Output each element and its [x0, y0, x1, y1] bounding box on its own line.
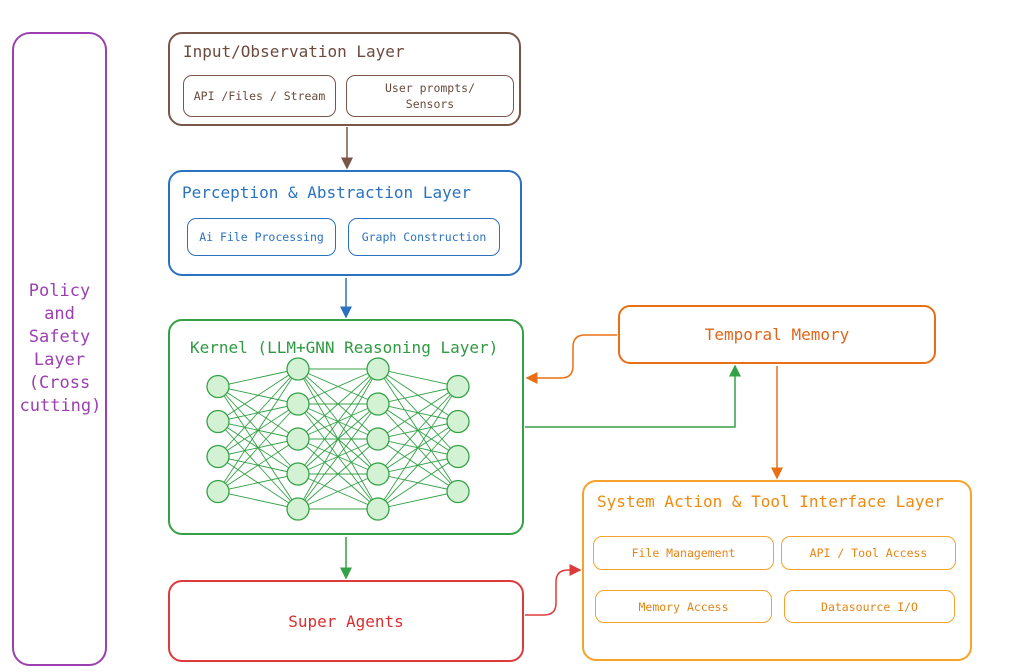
nn-node: [445, 479, 470, 503]
nn-edge: [377, 490, 458, 509]
nn-edge: [377, 420, 458, 509]
input-observation-layer: Input/Observation Layer API /Files / Str…: [168, 32, 521, 126]
nn-node: [365, 356, 390, 381]
nn-node: [205, 374, 230, 398]
nn-edge: [377, 385, 458, 509]
nn-edge: [377, 385, 458, 474]
system-layer-title: System Action & Tool Interface Layer: [597, 492, 944, 511]
nn-edge: [297, 368, 378, 474]
input-layer-title: Input/Observation Layer: [183, 42, 405, 61]
nn-node: [445, 409, 470, 433]
nn-edge: [217, 368, 298, 387]
input-item-api-files-stream: API /Files / Stream: [183, 75, 336, 117]
perception-item-graph-construction: Graph Construction: [348, 218, 500, 256]
nn-edge: [297, 473, 378, 509]
nn-node: [285, 496, 310, 521]
nn-edge: [217, 490, 298, 509]
nn-node: [205, 444, 230, 468]
nn-edge: [377, 385, 458, 404]
temporal-memory-box: Temporal Memory: [618, 305, 936, 364]
nn-edge: [377, 368, 458, 387]
nn-node: [285, 461, 310, 486]
super-agents-label: Super Agents: [288, 611, 404, 631]
nn-node: [365, 496, 390, 521]
super-agents-box: Super Agents: [168, 580, 524, 662]
temporal-memory-label: Temporal Memory: [704, 325, 850, 344]
nn-edge: [297, 403, 378, 509]
nn-node: [365, 426, 390, 451]
nn-node: [205, 479, 230, 503]
nn-edge: [217, 368, 298, 492]
nn-edge: [217, 438, 298, 492]
input-item-user-prompts-sensors: User prompts/ Sensors: [346, 75, 514, 117]
nn-edge: [217, 368, 298, 457]
nn-node: [285, 391, 310, 416]
policy-safety-layer: Policy and Safety Layer (Cross cutting): [12, 32, 107, 666]
nn-edge: [297, 368, 378, 509]
neural-network-graphic: [205, 356, 470, 521]
nn-edge: [217, 368, 298, 422]
nn-edge: [297, 368, 378, 439]
nn-node: [285, 426, 310, 451]
nn-edge: [297, 368, 378, 404]
nn-edge: [217, 473, 298, 492]
system-action-tool-interface-layer: System Action & Tool Interface Layer Fil…: [582, 480, 972, 661]
nn-node: [445, 444, 470, 468]
nn-node: [205, 409, 230, 433]
nn-edge: [377, 455, 458, 509]
arrow-agents-to-system: [525, 564, 582, 616]
system-item-datasource-io: Datasource I/O: [784, 590, 955, 623]
kernel-reasoning-layer: Kernel (LLM+GNN Reasoning Layer): [168, 319, 524, 535]
perception-layer-title: Perception & Abstraction Layer: [182, 183, 471, 202]
arrow-kernel-to-temporal: [525, 364, 741, 428]
nn-node: [445, 374, 470, 398]
nn-node: [365, 461, 390, 486]
system-item-file-management: File Management: [593, 536, 774, 570]
system-item-memory-access: Memory Access: [595, 590, 772, 623]
kernel-layer-title: Kernel (LLM+GNN Reasoning Layer): [190, 338, 499, 357]
policy-label: Policy and Safety Layer (Cross cutting): [19, 281, 102, 416]
system-item-api-tool-access: API / Tool Access: [781, 536, 956, 570]
perception-item-ai-file-processing: Ai File Processing: [187, 218, 336, 256]
nn-edge: [377, 385, 458, 439]
nn-edge: [217, 403, 298, 492]
nn-node: [365, 391, 390, 416]
nn-node: [285, 356, 310, 381]
perception-abstraction-layer: Perception & Abstraction Layer Ai File P…: [168, 170, 522, 276]
nn-edge: [297, 438, 378, 509]
arrow-temporal-to-kernel: [525, 334, 617, 384]
